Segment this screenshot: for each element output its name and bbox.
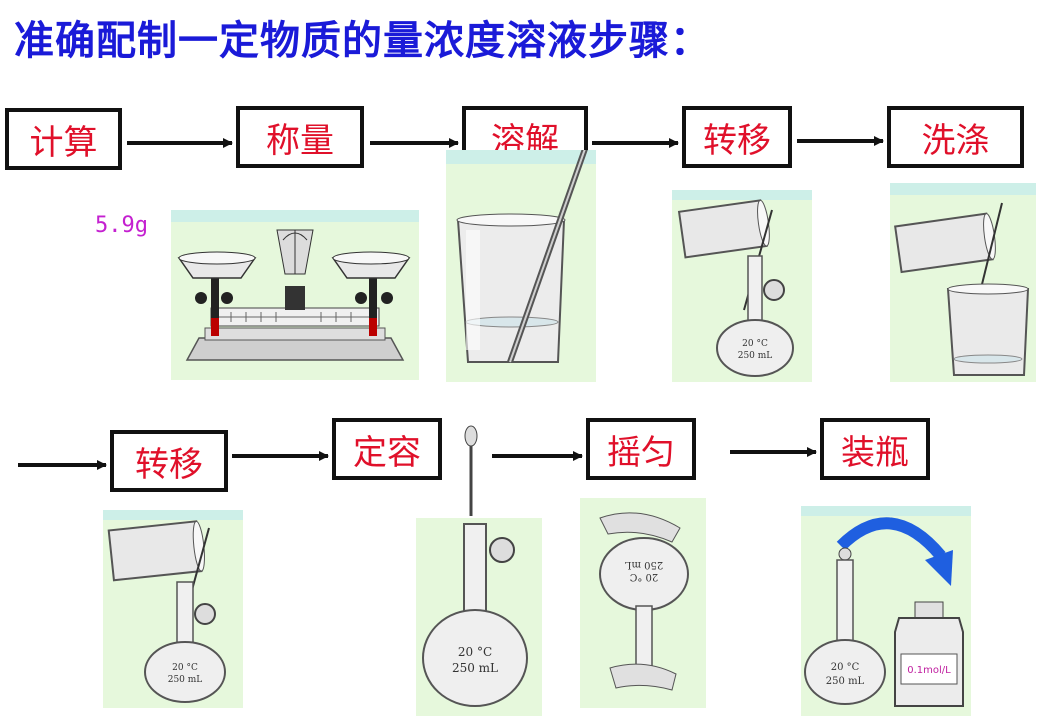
- flask-volume-3: 250 mL: [452, 661, 498, 675]
- step-bottle: 装瓶: [820, 418, 930, 480]
- constant-volume-illustration: 20 °C 250 mL: [416, 425, 542, 716]
- bottle-label: 0.1mol/L: [907, 665, 951, 676]
- step-weigh: 称量: [236, 106, 364, 168]
- flask-temp-2: 20 °C: [172, 663, 198, 673]
- step-wash-label: 洗涤: [921, 120, 990, 161]
- step-transfer-2-label: 转移: [135, 444, 203, 485]
- flask-temp-5: 20 °C: [831, 662, 860, 673]
- mass-label: 5.9g: [95, 213, 148, 238]
- step-wash: 洗涤: [887, 106, 1024, 168]
- step-transfer-1: 转移: [682, 106, 792, 168]
- wash-illustration: [890, 183, 1036, 382]
- flask-temp-1: 20 °C: [742, 339, 768, 349]
- flask-temp-4: 20 °C: [629, 571, 658, 582]
- step-constant-volume: 定容: [332, 418, 442, 480]
- step-transfer-2: 转移: [110, 430, 228, 492]
- step-bottle-label: 装瓶: [841, 432, 909, 473]
- flask-volume-2: 250 mL: [168, 675, 203, 685]
- flask-volume-4: 250 mL: [624, 559, 663, 570]
- transfer-2-illustration: 20 °C 250 mL: [103, 510, 243, 708]
- step-shake: 摇匀: [586, 418, 696, 480]
- transfer-1-illustration: 20 °C 250 mL: [672, 190, 812, 382]
- step-weigh-label: 称量: [266, 120, 334, 161]
- step-transfer-1-label: 转移: [703, 120, 771, 161]
- flask-temp-3: 20 °C: [458, 645, 492, 659]
- shake-illustration: 20 °C 250 mL: [580, 498, 706, 708]
- flask-volume-5: 250 mL: [826, 676, 865, 687]
- page-title: 准确配制一定物质的量浓度溶液步骤：: [14, 18, 711, 64]
- step-calculate: 计算: [5, 108, 122, 170]
- step-constant-volume-label: 定容: [353, 432, 421, 473]
- balance-illustration: [171, 210, 419, 380]
- step-calculate-label: 计算: [29, 122, 98, 163]
- flask-volume-1: 250 mL: [738, 351, 773, 361]
- dissolve-illustration: [446, 150, 596, 382]
- step-shake-label: 摇匀: [607, 432, 675, 473]
- bottle-illustration: 20 °C 250 mL 0.1mol/L: [801, 506, 971, 716]
